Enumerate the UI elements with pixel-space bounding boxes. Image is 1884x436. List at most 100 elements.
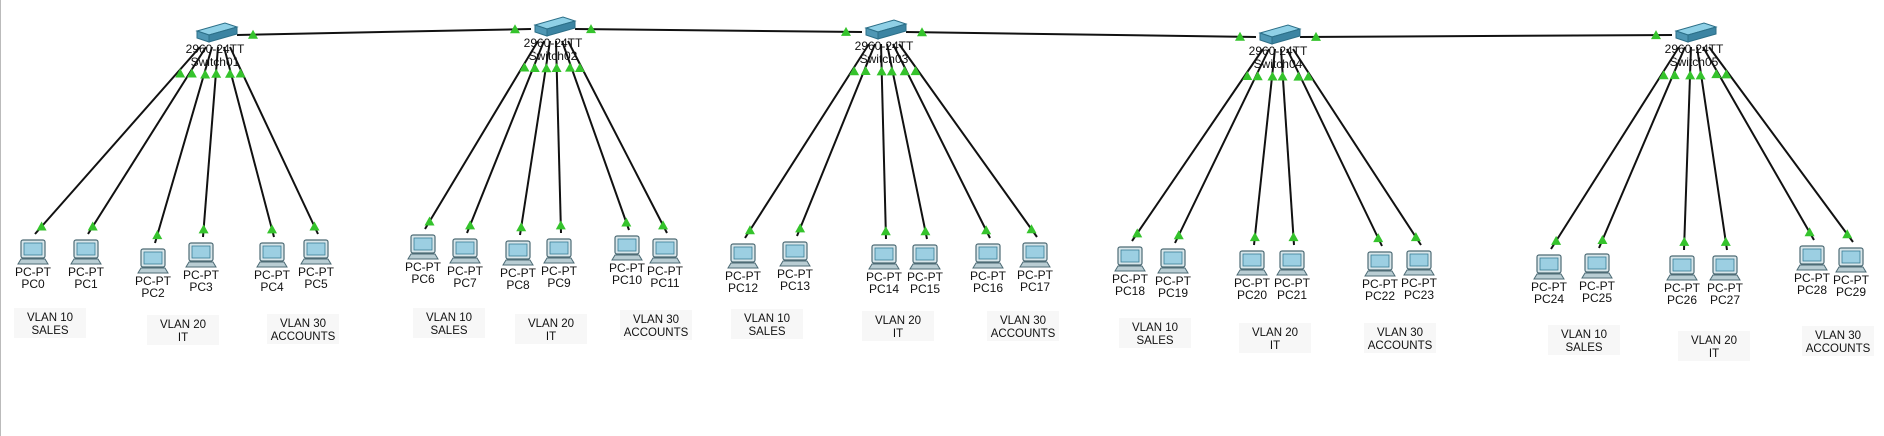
link-status-indicator bbox=[1721, 69, 1732, 79]
link-status-indicator bbox=[1658, 70, 1669, 80]
pc-keyboard-icon bbox=[1276, 269, 1308, 276]
link-status-indicator bbox=[917, 27, 927, 37]
pc-screen-icon bbox=[617, 238, 637, 252]
pc-screen-icon bbox=[1841, 250, 1861, 264]
vlan-id-label: VLAN 30 bbox=[633, 314, 679, 326]
pc-keyboard-icon bbox=[868, 263, 900, 270]
pc-type-label: PC-PT bbox=[907, 270, 944, 284]
pc-type-label: PC-PT bbox=[500, 266, 537, 280]
vlan-name-label: SALES bbox=[430, 325, 467, 337]
link-status-indicator bbox=[36, 221, 47, 231]
pc-type-label: PC-PT bbox=[609, 261, 646, 275]
link-status-indicator bbox=[551, 63, 562, 73]
access-link bbox=[1174, 48, 1270, 244]
pc-type-label: PC-PT bbox=[254, 268, 291, 282]
pc-name-label: PC14 bbox=[869, 282, 899, 296]
pc-screen-icon bbox=[1587, 256, 1607, 270]
vlan-note-background bbox=[1239, 323, 1311, 353]
vlan-name-label: SALES bbox=[31, 325, 68, 337]
pc-name-label: PC18 bbox=[1115, 284, 1145, 298]
access-link bbox=[1598, 46, 1686, 249]
pc-type-label: PC-PT bbox=[1401, 276, 1438, 290]
pc-screen-icon bbox=[785, 244, 805, 258]
pc-screen-icon bbox=[1120, 249, 1140, 263]
pc-name-label: PC19 bbox=[1158, 286, 1188, 300]
access-link bbox=[1683, 46, 1692, 251]
pc-screen-icon bbox=[191, 245, 211, 259]
link-status-indicator bbox=[1711, 69, 1722, 79]
pc-screen-icon bbox=[978, 246, 998, 260]
vlan-note-background bbox=[1678, 331, 1750, 361]
vlan-id-label: VLAN 10 bbox=[744, 313, 790, 325]
pc-type-label: PC-PT bbox=[1362, 277, 1399, 291]
access-link bbox=[898, 43, 1038, 238]
pc-screen-icon bbox=[1539, 257, 1559, 271]
pc-screen-icon bbox=[915, 247, 935, 261]
vlan-name-label: SALES bbox=[1565, 342, 1602, 354]
switch-model-label: 2960-24TT bbox=[1249, 44, 1308, 58]
pc-name-label: PC2 bbox=[141, 286, 165, 300]
pc-keyboard-icon bbox=[185, 261, 217, 268]
link-status-indicator bbox=[516, 222, 527, 232]
access-link bbox=[880, 43, 887, 240]
vlan-name-label: ACCOUNTS bbox=[991, 328, 1056, 340]
pc-name-label: PC13 bbox=[780, 279, 810, 293]
pc-keyboard-icon bbox=[1709, 274, 1741, 281]
link-status-indicator bbox=[510, 24, 520, 34]
vlan-name-label: IT bbox=[546, 331, 556, 343]
pc-keyboard-icon bbox=[407, 253, 439, 260]
pc-keyboard-icon bbox=[300, 258, 332, 265]
